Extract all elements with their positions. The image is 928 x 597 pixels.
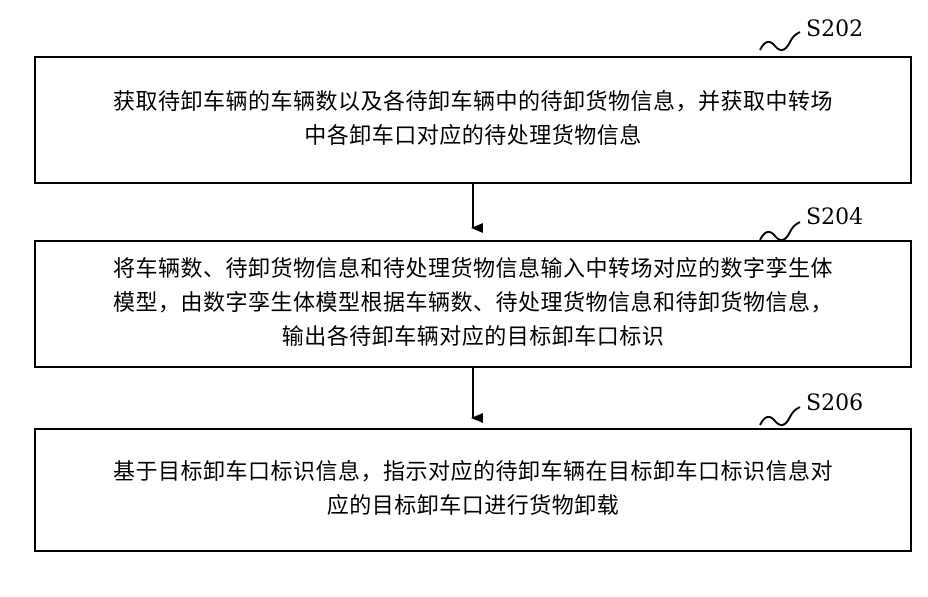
step-s204-line-1: 将车辆数、待卸货物信息和待处理货物信息输入中转场对应的数字孪生体 bbox=[113, 253, 833, 287]
label-leader-s204 bbox=[760, 222, 800, 240]
label-leader-s206 bbox=[760, 407, 800, 425]
step-label-s202: S202 bbox=[806, 18, 863, 42]
step-s204-line-2: 模型，由数字孪生体模型根据车辆数、待处理货物信息和待卸货物信息， bbox=[113, 287, 833, 321]
step-label-s204: S204 bbox=[806, 206, 863, 230]
label-leader-s202 bbox=[760, 32, 800, 50]
step-text-s202: 获取待卸车辆的车辆数以及各待卸车辆中的待卸货物信息，并获取中转场 中各卸车口对应… bbox=[113, 86, 833, 154]
step-s206-line-2: 应的目标卸车口进行货物卸载 bbox=[113, 490, 833, 524]
step-label-s206: S206 bbox=[806, 392, 863, 416]
step-s202-line-2: 中各卸车口对应的待处理货物信息 bbox=[113, 120, 833, 154]
step-text-s206: 基于目标卸车口标识信息，指示对应的待卸车辆在目标卸车口标识信息对 应的目标卸车口… bbox=[113, 456, 833, 524]
step-s204-line-3: 输出各待卸车辆对应的目标卸车口标识 bbox=[113, 321, 833, 355]
step-s206-line-1: 基于目标卸车口标识信息，指示对应的待卸车辆在目标卸车口标识信息对 bbox=[113, 456, 833, 490]
step-box-s206: 基于目标卸车口标识信息，指示对应的待卸车辆在目标卸车口标识信息对 应的目标卸车口… bbox=[34, 428, 912, 552]
step-box-s202: 获取待卸车辆的车辆数以及各待卸车辆中的待卸货物信息，并获取中转场 中各卸车口对应… bbox=[34, 56, 912, 184]
step-text-s204: 将车辆数、待卸货物信息和待处理货物信息输入中转场对应的数字孪生体 模型，由数字孪… bbox=[113, 253, 833, 355]
step-box-s204: 将车辆数、待卸货物信息和待处理货物信息输入中转场对应的数字孪生体 模型，由数字孪… bbox=[34, 240, 912, 368]
step-s202-line-1: 获取待卸车辆的车辆数以及各待卸车辆中的待卸货物信息，并获取中转场 bbox=[113, 86, 833, 120]
